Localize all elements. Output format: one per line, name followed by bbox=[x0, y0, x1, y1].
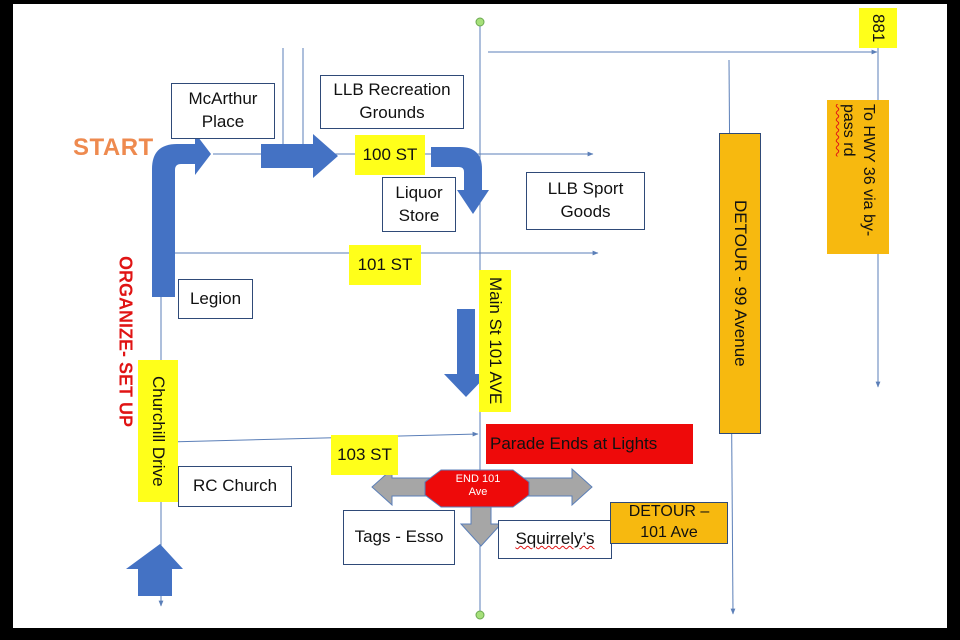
tags-esso-box: Tags - Esso bbox=[343, 510, 455, 565]
to-hwy-36-line-2: pass rd bbox=[840, 104, 857, 157]
end-sign-line-1: END 101 bbox=[455, 473, 501, 485]
legion-box: Legion bbox=[178, 279, 253, 319]
highway-881-text: 881 bbox=[869, 13, 888, 43]
street-103-road-line bbox=[167, 431, 479, 443]
churchill-drive-label: Churchill Drive bbox=[138, 360, 178, 502]
to-hwy-36-box: To HWY 36 via by-pass rd bbox=[827, 100, 889, 254]
liquor-store-box: Liquor Store bbox=[382, 177, 456, 232]
entry-up-arrow bbox=[126, 544, 183, 596]
103-st-label: 103 ST bbox=[331, 435, 398, 475]
mcarthur-place-box: McArthur Place bbox=[171, 83, 275, 139]
start-turn-arrow bbox=[152, 133, 211, 297]
101-st-label: 101 ST bbox=[349, 245, 421, 285]
highway-881-label: 881 bbox=[859, 8, 897, 48]
end-101-stop-sign bbox=[424, 469, 530, 508]
main-st-101-ave-text: Main St 101 AVE bbox=[486, 277, 505, 405]
start-label: START bbox=[73, 134, 154, 161]
main-st-101-ave-label: Main St 101 AVE bbox=[479, 270, 511, 412]
parade-ends-at-lights-banner: Parade Ends at Lights bbox=[486, 424, 693, 464]
main-street-top-node bbox=[475, 17, 485, 27]
end-sign-line-2: Ave bbox=[468, 486, 488, 498]
to-hwy-36-line-1: To HWY 36 via by- bbox=[860, 104, 877, 237]
organize-set-up-text: ORGANIZE- SET UP bbox=[115, 256, 136, 428]
detour-101-ave-box: DETOUR – 101 Ave bbox=[610, 502, 728, 544]
squirrelys-text: Squirrely’s bbox=[515, 529, 595, 549]
llb-sport-goods-box: LLB Sport Goods bbox=[526, 172, 645, 230]
100-st-label: 100 ST bbox=[355, 135, 425, 175]
squirrelys-box: Squirrely’s bbox=[498, 520, 612, 559]
main-street-down-arrow bbox=[444, 309, 488, 397]
route-arrow-to-100st bbox=[261, 134, 338, 178]
parade-route-map: START ORGANIZE- SET UP McArthur Place LL… bbox=[13, 4, 947, 628]
to-hwy-36-text: To HWY 36 via by-pass rd bbox=[838, 104, 878, 236]
rc-church-box: RC Church bbox=[178, 466, 292, 507]
main-street-bottom-node bbox=[475, 610, 485, 620]
turn-arrow-at-liquor-store bbox=[431, 147, 489, 214]
organize-set-up-label: ORGANIZE- SET UP bbox=[105, 252, 145, 432]
detour-99-avenue-box: DETOUR - 99 Avenue bbox=[719, 133, 761, 434]
route-lines-layer bbox=[126, 17, 881, 620]
churchill-drive-text: Churchill Drive bbox=[149, 375, 168, 487]
llb-recreation-grounds-box: LLB Recreation Grounds bbox=[320, 75, 464, 129]
detour-99-avenue-text: DETOUR - 99 Avenue bbox=[731, 200, 750, 367]
